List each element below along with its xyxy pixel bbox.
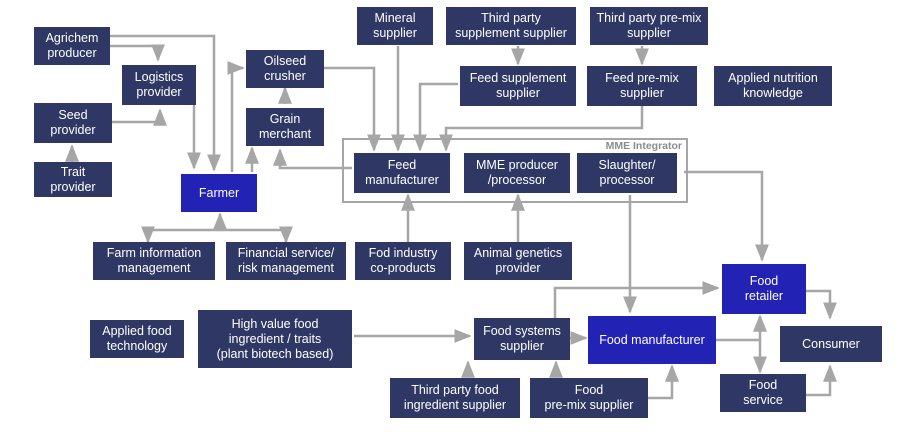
node-consumer: Consumer	[780, 326, 882, 362]
mme-integrator-boundary: MME Integrator	[342, 138, 688, 203]
node-logistics-provider: Logistics provider	[122, 65, 196, 105]
node-mme-producer-processor: MME producer /processor	[464, 153, 570, 193]
arrow-farmer-services	[141, 226, 293, 244]
node-farm-information-management: Farm information management	[93, 242, 215, 280]
node-oilseed-crusher: Oilseed crusher	[246, 50, 324, 88]
arrow-agrichem-logistics	[104, 44, 165, 62]
node-financial-service-risk-management: Financial service/ risk management	[226, 242, 346, 280]
node-seed-provider: Seed provider	[34, 103, 112, 143]
node-third-party-food-ingredient-supplier: Third party food ingredient supplier	[390, 378, 520, 418]
node-grain-merchant: Grain merchant	[246, 108, 324, 146]
node-third-party-supplement-supplier: Third party supplement supplier	[446, 7, 576, 45]
node-third-party-premix-supplier: Third party pre-mix supplier	[590, 7, 708, 45]
node-applied-food-technology: Applied food technology	[90, 320, 184, 358]
arrow-farmer-oilseed	[227, 61, 245, 172]
node-food-premix-supplier: Food pre-mix supplier	[530, 378, 648, 418]
arrow-feedmfr-grain	[273, 148, 352, 170]
arrow-oilseed-feedmfr	[324, 66, 381, 152]
node-feed-premix-supplier: Feed pre-mix supplier	[587, 66, 697, 106]
node-trait-provider: Trait provider	[34, 162, 112, 197]
node-slaughter-processor: Slaughter/ processor	[577, 153, 677, 193]
node-feed-manufacturer: Feed manufacturer	[354, 153, 450, 193]
node-farmer: Farmer	[181, 174, 257, 212]
arrow-feedsupp-feedmfr	[413, 82, 458, 152]
node-feed-supplement-supplier: Feed supplement supplier	[460, 66, 576, 106]
arrow-foodsystems-foodretailer	[553, 281, 720, 318]
node-agrichem-producer: Agrichem producer	[34, 27, 110, 65]
arrow-foodretailer-consumer	[806, 289, 837, 320]
node-applied-nutrition-knowledge: Applied nutrition knowledge	[714, 66, 832, 106]
arrow-foodservice-consumer	[806, 364, 837, 397]
mme-integrator-label: MME Integrator	[605, 140, 682, 152]
node-fod-industry-co-products: Fod industry co-products	[355, 242, 451, 280]
node-animal-genetics-provider: Animal genetics provider	[464, 242, 572, 280]
node-high-value-food-ingredient: High value food ingredient / traits (pla…	[198, 310, 352, 368]
arrow-foodmfr-foodretailer	[716, 314, 767, 342]
arrow-foodpremix-foodmfr	[648, 364, 679, 400]
arrow-seed-logistics	[112, 108, 167, 126]
node-food-retailer: Food retailer	[722, 264, 806, 314]
node-food-manufacturer: Food manufacturer	[588, 316, 716, 364]
arrow-agrichem-farmer	[104, 34, 221, 172]
node-mineral-supplier: Mineral supplier	[357, 7, 433, 45]
node-food-service: Food service	[720, 374, 806, 412]
arrow-slaughter-foodretailer	[684, 170, 769, 262]
node-food-systems-supplier: Food systems supplier	[474, 318, 570, 360]
